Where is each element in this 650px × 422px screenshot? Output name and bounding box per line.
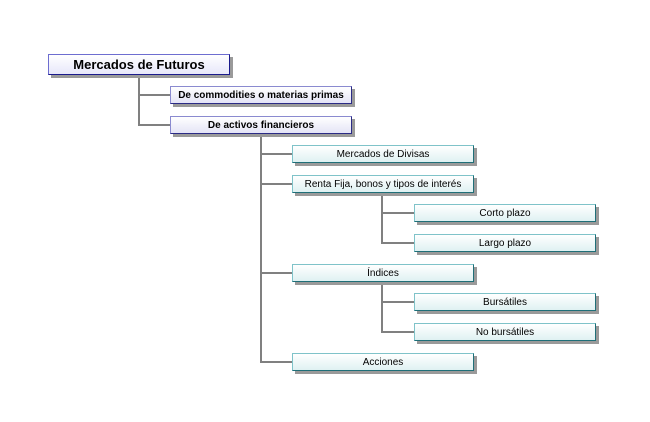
connector-to-no-bursatiles xyxy=(381,331,414,333)
connector-to-indices xyxy=(260,272,292,274)
node-largo-plazo: Largo plazo xyxy=(414,234,596,252)
connector-to-largo-plazo xyxy=(381,242,414,244)
node-label: Índices xyxy=(367,267,399,279)
node-activos-financieros: De activos financieros xyxy=(170,116,352,134)
node-mercados-de-divisas: Mercados de Divisas xyxy=(292,145,474,163)
node-label: Corto plazo xyxy=(479,207,531,219)
node-no-bursatiles: No bursátiles xyxy=(414,323,596,341)
connector-indices-trunk xyxy=(381,282,383,333)
connector-to-activos xyxy=(138,124,170,126)
node-mercados-de-futuros: Mercados de Futuros xyxy=(48,54,230,75)
connector-activos-trunk xyxy=(260,134,262,363)
connector-to-renta-fija xyxy=(260,183,292,185)
node-label: Mercados de Divisas xyxy=(336,148,430,160)
node-label: De activos financieros xyxy=(207,119,315,131)
node-label: Largo plazo xyxy=(478,237,532,249)
node-label: Acciones xyxy=(362,356,404,368)
node-label: Renta Fija, bonos y tipos de interés xyxy=(304,178,462,190)
connector-to-acciones xyxy=(260,361,292,363)
node-label: De commodities o materias primas xyxy=(178,89,344,101)
connector-renta-fija-trunk xyxy=(381,193,383,244)
node-indices: Índices xyxy=(292,264,474,282)
node-label: Bursátiles xyxy=(483,296,527,308)
connector-to-corto-plazo xyxy=(381,212,414,214)
connector-root-trunk xyxy=(138,75,140,126)
connector-to-divisas xyxy=(260,153,292,155)
node-bursatiles: Bursátiles xyxy=(414,293,596,311)
connector-to-commodities xyxy=(138,94,170,96)
node-label: No bursátiles xyxy=(475,326,535,338)
node-acciones: Acciones xyxy=(292,353,474,371)
node-corto-plazo: Corto plazo xyxy=(414,204,596,222)
node-label: Mercados de Futuros xyxy=(73,57,205,72)
node-renta-fija: Renta Fija, bonos y tipos de interés xyxy=(292,175,474,193)
connector-to-bursatiles xyxy=(381,301,414,303)
node-commodities: De commodities o materias primas xyxy=(170,86,352,104)
